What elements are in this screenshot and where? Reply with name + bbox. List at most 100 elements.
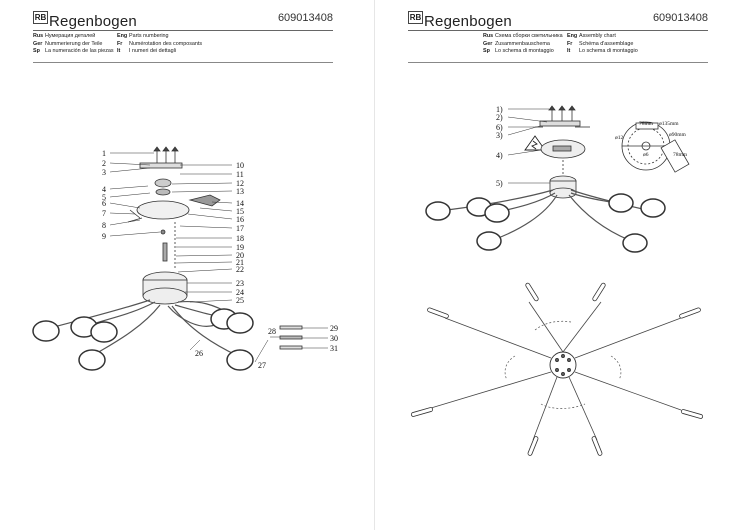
screw-set	[535, 105, 590, 128]
part-number: 24	[236, 288, 244, 297]
light-rings	[32, 308, 254, 371]
heading-text: Lo schema di montaggio	[579, 48, 638, 54]
part-number: 25	[236, 296, 244, 305]
light-rings	[425, 193, 666, 253]
canopy	[142, 271, 188, 305]
part-number: 9	[102, 232, 106, 241]
dimension: ø12	[615, 135, 624, 141]
part-number: 30	[330, 334, 338, 343]
part-number: 11	[236, 170, 244, 179]
heading-text: La numeración de las piezas	[45, 48, 114, 54]
part-number: 19	[236, 243, 244, 252]
assembly-diagram: 78mm ø135mm ø12 ø90mm ø6 78mm 1) 2) 6) 3…	[410, 105, 704, 456]
dimension: 78mm	[639, 121, 654, 127]
step-label: 4)	[496, 151, 503, 160]
part-number: 23	[236, 279, 244, 288]
step-leaders	[507, 108, 550, 184]
parts-numbering-diagram: 1 2 3 4 5 6 7 8 9 10 11 12 13 14 15 16 1…	[32, 146, 338, 371]
lang-code: Rus	[483, 33, 494, 39]
leader-lines	[109, 152, 328, 363]
lang-code: Fr	[567, 40, 573, 47]
lang-code: Ger	[33, 40, 43, 47]
product-code: 609013408	[652, 12, 708, 24]
page-gutter	[374, 0, 375, 530]
part-number: 13	[236, 187, 244, 196]
step-label: 3)	[496, 131, 503, 140]
arm-lamps	[410, 282, 704, 456]
heading-text: Parts numbering	[129, 33, 169, 39]
step-labels: 1) 2) 6) 3) 4) 5)	[496, 105, 503, 188]
part-number: 14	[236, 199, 244, 208]
subheader-rule	[33, 62, 333, 63]
part-number: 1	[102, 149, 106, 158]
part-number: 29	[330, 324, 338, 333]
lang-code: It	[117, 48, 121, 54]
canopy	[540, 139, 586, 199]
step-label: 5)	[496, 179, 503, 188]
subheader-rule	[408, 62, 708, 63]
part-number: 3	[102, 168, 106, 177]
part-numbers-left: 1 2 3 4 5 6 7 8 9	[102, 149, 106, 241]
header-rule	[408, 30, 708, 31]
mounting-assembly	[127, 146, 221, 268]
brand-name: Regenbogen	[424, 12, 512, 30]
part-number: 2	[102, 159, 106, 168]
heading-text: Assembly chart	[579, 33, 616, 39]
part-numbers-bottom: 26 27 28 29 30 31	[195, 324, 338, 370]
part-number: 31	[330, 344, 338, 353]
lang-code: Eng	[117, 33, 128, 39]
product-code: 609013408	[277, 12, 333, 24]
canopy-top-view	[621, 121, 690, 173]
dimension: 78mm	[673, 152, 688, 158]
part-number: 22	[236, 265, 244, 274]
part-number: 5	[102, 193, 106, 202]
heading-text: I numeri dei dettagli	[129, 48, 177, 54]
dimension: ø90mm	[669, 132, 687, 138]
part-number: 20	[236, 251, 244, 260]
part-number: 21	[236, 258, 244, 267]
rotation-diagram	[549, 351, 577, 379]
heading-text: Nummerierung der Teile	[45, 40, 103, 47]
part-numbers-right: 10 11 12 13 14 15 16 17 18 19 20 21 22 2…	[236, 161, 244, 305]
part-number: 6	[102, 199, 106, 208]
heading-text: Lo schema di montaggio	[495, 48, 554, 54]
part-number: 7	[102, 209, 106, 218]
step-label: 2)	[496, 113, 503, 122]
lang-code: It	[567, 48, 571, 54]
step-label: 1)	[496, 105, 503, 114]
lang-code: Ger	[483, 40, 493, 47]
lang-code: Sp	[33, 48, 40, 54]
diffuser-parts	[279, 325, 303, 350]
part-number: 10	[236, 161, 244, 170]
heading-text: Schéma d'assemblage	[579, 40, 634, 47]
part-number: 28	[268, 327, 276, 336]
part-number: 12	[236, 179, 244, 188]
lang-code: Fr	[117, 40, 123, 47]
part-number: 18	[236, 234, 244, 243]
lang-code: Sp	[483, 48, 490, 54]
part-number: 26	[195, 349, 203, 358]
heading-text: Numérotation des composants	[129, 40, 203, 47]
header-rule	[33, 30, 333, 31]
brand-mark: RB	[33, 10, 48, 24]
dimension: ø6	[643, 152, 649, 158]
lang-code: Rus	[33, 33, 44, 39]
heading-text: Схема сборки светильника	[495, 33, 563, 39]
heading-text: Zusammenbauschema	[495, 40, 550, 47]
lang-code: Eng	[567, 33, 578, 39]
brand-logo: RB Regenbogen	[33, 10, 137, 32]
electric-warning-icon	[524, 135, 546, 151]
dimension: ø135mm	[659, 121, 679, 127]
part-number: 8	[102, 221, 106, 230]
part-number: 17	[236, 224, 244, 233]
brand-logo: RB Regenbogen	[408, 10, 512, 32]
part-number: 4	[102, 185, 106, 194]
step-label: 6)	[496, 123, 503, 132]
arms	[49, 299, 241, 357]
